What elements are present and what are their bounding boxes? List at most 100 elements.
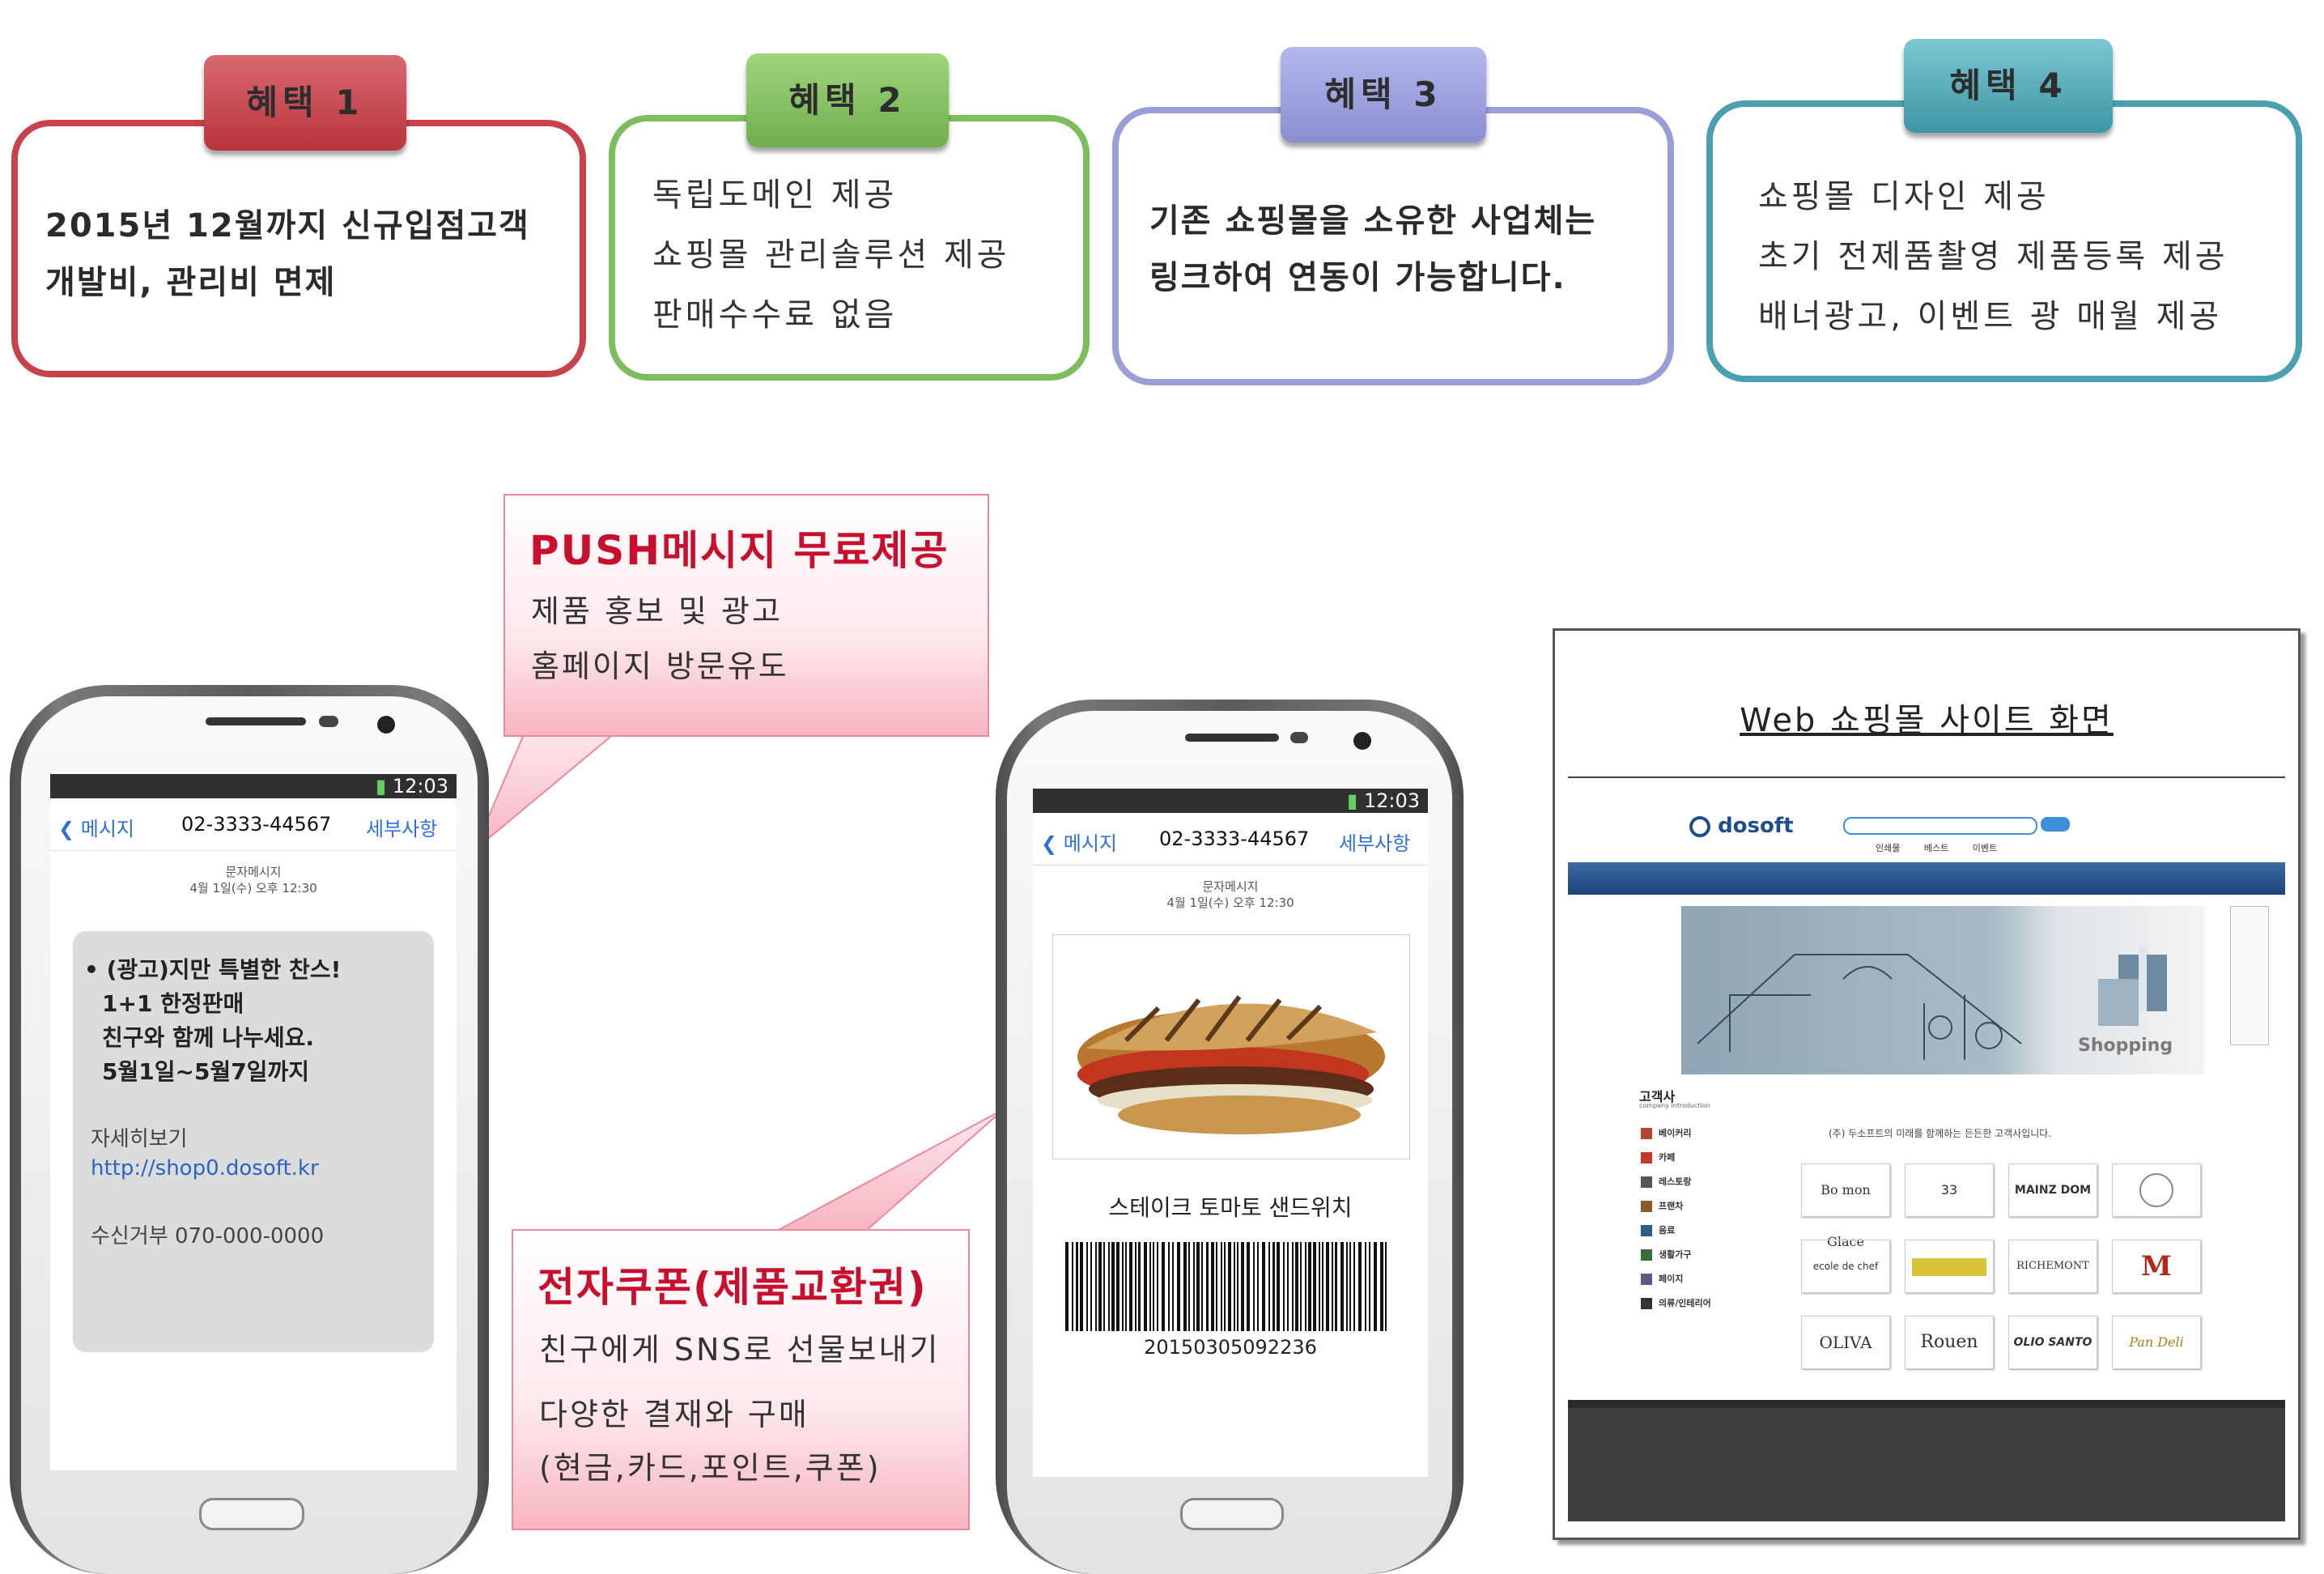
shop-link[interactable]: http://shop0.dosoft.kr bbox=[91, 1156, 319, 1180]
category-item[interactable]: 프랜차 bbox=[1641, 1199, 1711, 1223]
coupon-callout-pointer bbox=[776, 1108, 1005, 1232]
push-callout-pointer bbox=[474, 727, 618, 851]
client-logo[interactable]: M bbox=[2112, 1240, 2201, 1293]
site-menu-bar[interactable] bbox=[1568, 862, 2285, 895]
bubble-line: 1+1 한정판매 bbox=[102, 990, 244, 1017]
barcode-bar bbox=[1353, 1242, 1355, 1331]
client-logo[interactable]: 33 bbox=[1905, 1163, 1994, 1217]
barcode-bar bbox=[1224, 1242, 1226, 1331]
site-logo[interactable]: dosoft bbox=[1689, 814, 1794, 838]
barcode-bar bbox=[1138, 1242, 1141, 1331]
client-logo[interactable]: Rouen bbox=[1905, 1316, 1994, 1369]
barcode-bar bbox=[1125, 1242, 1127, 1331]
sender-number: 02-3333-44567 bbox=[1159, 827, 1310, 850]
message-bubble: • (광고)지만 특별한 찬스! 1+1 한정판매 친구와 함께 나누세요. 5… bbox=[73, 931, 434, 1352]
barcode-bar bbox=[1385, 1242, 1387, 1331]
push-callout-line: 홈페이지 방문유도 bbox=[531, 649, 789, 684]
sandwich-image bbox=[1052, 934, 1410, 1159]
barcode-bar bbox=[1374, 1242, 1377, 1331]
barcode-bar bbox=[1108, 1242, 1110, 1331]
logo-icon bbox=[1689, 815, 1710, 837]
barcode-bar bbox=[1072, 1242, 1073, 1331]
barcode-bar bbox=[1300, 1242, 1302, 1331]
nav-item[interactable]: 이벤트 bbox=[1972, 843, 1998, 853]
category-item[interactable]: 베이커리 bbox=[1641, 1126, 1711, 1151]
back-button[interactable]: ❮ 메시지 bbox=[1041, 827, 1117, 856]
phone-push-message: ▮ 12:03 ❮ 메시지 02-3333-44567 세부사항 문자메시지 4… bbox=[10, 685, 489, 1574]
coupon-callout-title: 전자쿠폰(제품교환권) bbox=[537, 1264, 928, 1311]
barcode-bar bbox=[1201, 1242, 1203, 1331]
barcode-bar bbox=[1257, 1242, 1259, 1331]
barcode-bar bbox=[1216, 1242, 1217, 1331]
client-logo[interactable] bbox=[2112, 1163, 2201, 1217]
client-logo[interactable] bbox=[1905, 1240, 1994, 1293]
site-search-input[interactable] bbox=[1843, 817, 2037, 835]
main-banner[interactable]: Shopping bbox=[1681, 906, 2204, 1074]
client-color-block bbox=[1912, 1257, 1986, 1276]
barcode-bar bbox=[1305, 1242, 1306, 1331]
barcode-bar bbox=[1358, 1242, 1362, 1331]
phone-screen: ▮ 12:03 ❮ 메시지 02-3333-44567 세부사항 문자메시지 4… bbox=[1033, 789, 1428, 1477]
banner-illustration bbox=[1697, 945, 2167, 1060]
barcode-bar bbox=[1262, 1242, 1265, 1331]
camera-icon bbox=[1353, 732, 1371, 750]
home-button[interactable] bbox=[199, 1498, 304, 1530]
more-label: 자세히보기 bbox=[91, 1127, 188, 1151]
bubble-line: 친구와 함께 나누세요. bbox=[102, 1024, 314, 1051]
coupon-callout-line: 친구에게 SNS로 선물보내기 bbox=[539, 1332, 941, 1368]
back-label: 메시지 bbox=[80, 818, 134, 840]
category-item[interactable]: 음료 bbox=[1641, 1223, 1711, 1248]
category-item[interactable]: 카페 bbox=[1641, 1151, 1711, 1175]
client-logo[interactable]: OLIO SANTO bbox=[2008, 1316, 2097, 1369]
side-quick-menu[interactable] bbox=[2230, 906, 2269, 1045]
home-button[interactable] bbox=[1180, 1498, 1284, 1530]
barcode-bar bbox=[1211, 1242, 1214, 1331]
client-logo[interactable]: Bo mon Glace bbox=[1801, 1163, 1890, 1249]
back-button[interactable]: ❮ 메시지 bbox=[58, 813, 134, 841]
site-top-nav: 인쇄물 베스트 이벤트 bbox=[1876, 841, 1997, 854]
phone-screen: ▮ 12:03 ❮ 메시지 02-3333-44567 세부사항 문자메시지 4… bbox=[50, 774, 457, 1470]
detail-link[interactable]: 세부사항 bbox=[1339, 832, 1411, 855]
barcode-bar bbox=[1369, 1242, 1370, 1331]
client-logo[interactable]: Pan Deli bbox=[2112, 1316, 2201, 1369]
barcode-bar bbox=[1365, 1242, 1366, 1331]
barcode[interactable] bbox=[1065, 1242, 1389, 1331]
nav-item[interactable]: 베스트 bbox=[1923, 843, 1949, 853]
section-subtitle: company introduction bbox=[1639, 1102, 1710, 1109]
category-list: 베이커리 카페 레스토랑 프랜차 음료 생활가구 페이지 의류/인테리어 bbox=[1641, 1126, 1711, 1321]
category-item[interactable]: 레스토랑 bbox=[1641, 1175, 1711, 1199]
round-emblem-icon bbox=[2139, 1173, 2173, 1207]
push-callout bbox=[503, 494, 989, 737]
barcode-bar bbox=[1188, 1242, 1190, 1331]
nav-item[interactable]: 인쇄물 bbox=[1876, 843, 1901, 853]
barcode-bar bbox=[1340, 1242, 1344, 1331]
barcode-bar bbox=[1287, 1242, 1289, 1331]
back-label: 메시지 bbox=[1063, 832, 1117, 855]
benefit-tab-1: 혜택 1 bbox=[204, 55, 406, 151]
barcode-bar bbox=[1335, 1242, 1337, 1331]
client-logo[interactable]: OLIVA bbox=[1801, 1316, 1890, 1369]
benefit-tab-4: 혜택 4 bbox=[1904, 39, 2113, 133]
barcode-bar bbox=[1183, 1242, 1187, 1331]
barcode-bar bbox=[1196, 1242, 1200, 1331]
barcode-bar bbox=[1193, 1242, 1195, 1331]
category-item[interactable]: 의류/인테리어 bbox=[1641, 1296, 1711, 1321]
barcode-bar bbox=[1253, 1242, 1255, 1331]
camera-icon bbox=[377, 716, 395, 734]
site-search-button[interactable] bbox=[2041, 817, 2070, 832]
benefit-text: 판매수수료 없음 bbox=[652, 296, 898, 334]
optout-text: 수신거부 070-000-0000 bbox=[91, 1224, 325, 1249]
detail-link[interactable]: 세부사항 bbox=[366, 818, 438, 840]
barcode-bar bbox=[1234, 1242, 1235, 1331]
bubble-line: • (광고)지만 특별한 찬스! bbox=[84, 956, 342, 983]
coupon-callout-line: (현금,카드,포인트,쿠폰) bbox=[539, 1450, 882, 1486]
category-item[interactable]: 생활가구 bbox=[1641, 1248, 1711, 1272]
client-logo[interactable]: ecole de chef bbox=[1801, 1240, 1890, 1293]
client-logo[interactable]: RICHEMONT bbox=[2008, 1240, 2097, 1293]
client-logo[interactable]: MAINZ DOM bbox=[2008, 1163, 2097, 1217]
benefit-text: 독립도메인 제공 bbox=[652, 177, 898, 214]
barcode-bar bbox=[1122, 1242, 1124, 1331]
category-item[interactable]: 페이지 bbox=[1641, 1272, 1711, 1296]
barcode-bar bbox=[1247, 1242, 1250, 1331]
barcode-bar bbox=[1153, 1242, 1154, 1331]
